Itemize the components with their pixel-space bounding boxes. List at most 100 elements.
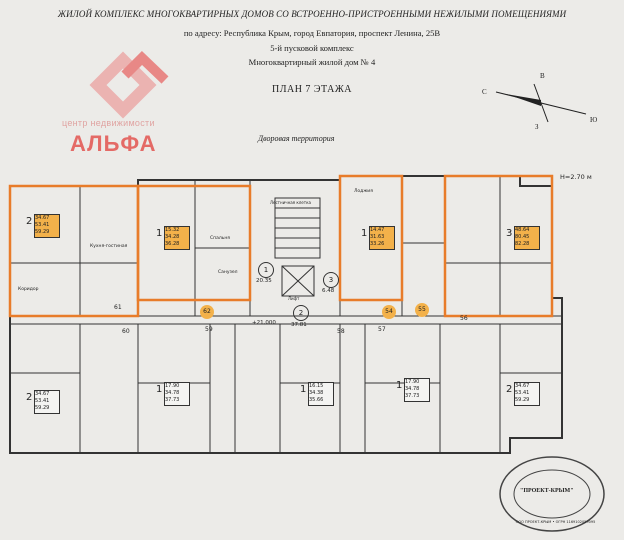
apt-rooms: 3 <box>506 228 513 239</box>
room-label-loggia: Лоджия <box>354 189 373 194</box>
apt-area-total: 53.41 <box>35 222 50 228</box>
apt-area-full: 36.28 <box>165 241 180 247</box>
apt-area-living: 17.90 <box>165 383 180 389</box>
apt-rooms: 1 <box>156 384 163 395</box>
apt-area-full: 59.29 <box>35 229 50 235</box>
apt-rooms: 2 <box>26 216 33 227</box>
project-title: ЖИЛОЙ КОМПЛЕКС МНОГОКВАРТИРНЫХ ДОМОВ СО … <box>57 9 567 19</box>
apt-area-living: 48.64 <box>515 227 530 233</box>
apt-area-living: 16.15 <box>309 383 324 389</box>
axis-marker-59: 59 <box>205 326 213 333</box>
apt-area-living: 17.90 <box>405 379 420 385</box>
compass-north: С <box>482 88 487 96</box>
room-label-stair: Лестничная клетка <box>270 200 311 205</box>
axis-60-label: 60 <box>122 328 130 335</box>
apartment-tag-bottom-3: 1 16.15 34.38 35.66 <box>300 382 334 406</box>
logo-subtitle: центр недвижимости <box>62 118 155 128</box>
apt-area-full: 59.29 <box>35 405 50 411</box>
room-label-elevator: Лифт <box>288 296 300 301</box>
apt-area-living: 34.67 <box>35 391 50 397</box>
axis-57-label: 57 <box>378 326 386 333</box>
axis-marker-62: 62 <box>200 305 214 319</box>
highlight-apartment-left <box>8 184 140 318</box>
core-room-3-area: 6.48 <box>322 288 335 294</box>
core-room-3: 3 <box>323 272 339 288</box>
apt-area-total: 80.45 <box>515 234 530 240</box>
apt-area-full: 37.73 <box>405 393 420 399</box>
apt-area-full: 33.26 <box>370 241 385 247</box>
axis-54-label: 54 <box>385 308 393 315</box>
apt-area-full: 37.73 <box>165 397 180 403</box>
company-stamp <box>499 456 605 532</box>
room-label-kitchen: Кухня-гостиная <box>90 244 128 249</box>
apt-area-living: 34.67 <box>515 383 530 389</box>
alfa-logo-mark <box>89 51 169 119</box>
core-room-1-area: 20.35 <box>256 278 272 284</box>
highlight-apartment-mid-left <box>136 184 252 302</box>
axis-55-label: 55 <box>418 306 426 313</box>
apartment-tag-bottom-4: 1 17.90 34.78 37.73 <box>396 378 430 402</box>
room-label-bathroom: Санузел <box>218 270 238 275</box>
apt-area-total: 31.63 <box>370 234 385 240</box>
project-address: по адресу: Республика Крым, город Евпато… <box>183 28 441 38</box>
highlight-apartment-right <box>443 174 554 318</box>
apt-area-living: 34.67 <box>35 215 50 221</box>
axis-62-label: 62 <box>203 308 211 315</box>
axis-marker-57: 57 <box>378 326 386 333</box>
axis-56-label: 56 <box>460 315 468 322</box>
axis-59-label: 59 <box>205 326 213 333</box>
compass-east: В <box>540 72 545 80</box>
floor-plan <box>8 174 563 454</box>
apartment-tag-top-4: 3 48.64 80.45 82.28 <box>506 226 540 250</box>
apartment-tag-bottom-1: 2 34.67 53.41 59.29 <box>26 390 60 414</box>
axis-marker-54: 54 <box>382 305 396 319</box>
core-room-3-number: 3 <box>328 276 334 284</box>
apt-rooms: 1 <box>300 384 307 395</box>
compass-west: З <box>535 123 539 131</box>
core-room-2-number: 2 <box>298 309 304 317</box>
stamp-text: "ПРОЕКТ-КРЫМ" <box>520 488 574 494</box>
compass-icon <box>495 83 587 123</box>
building-number: Многоквартирный жилой дом № 4 <box>248 57 376 67</box>
highlight-apartment-mid-right <box>338 174 404 302</box>
room-label-hall: Коридор <box>18 287 39 292</box>
project-phase: 5-й пусковой комплекс <box>270 43 354 53</box>
core-room-2: 2 <box>293 305 309 321</box>
axis-marker-60: 60 <box>122 328 130 335</box>
axis-marker-58: 58 <box>337 328 345 335</box>
apt-area-living: 14.47 <box>370 227 385 233</box>
apt-area-total: 34.78 <box>165 390 180 396</box>
apt-area-living: 15.32 <box>165 227 180 233</box>
compass-south: Ю <box>590 116 598 124</box>
axis-marker-55: 55 <box>415 303 429 317</box>
level-mark: +21,000 <box>252 320 276 326</box>
courtyard-label: Дворовая территория <box>258 134 335 143</box>
apt-area-total: 34.78 <box>405 386 420 392</box>
level-mark-value: +21,000 <box>252 320 276 326</box>
apt-rooms: 2 <box>26 392 33 403</box>
apt-rooms: 1 <box>361 228 368 239</box>
apt-area-total: 34.38 <box>309 390 324 396</box>
apartment-tag-bottom-2: 1 17.90 34.78 37.73 <box>156 382 190 406</box>
stamp-ring-text: ООО ПРОЕКТ-КРЫМ • ОГРН 1169102059095 <box>515 520 596 524</box>
apt-area-total: 53.41 <box>515 390 530 396</box>
apt-area-full: 82.28 <box>515 241 530 247</box>
apartment-tag-top-3: 1 14.47 31.63 33.26 <box>361 226 395 250</box>
apt-rooms: 1 <box>156 228 163 239</box>
logo-brand: АЛЬФА <box>70 131 157 156</box>
room-label-bedroom: Спальня <box>210 236 231 241</box>
core-room-2-area: 37.81 <box>291 322 307 328</box>
apt-area-total: 34.28 <box>165 234 180 240</box>
core-room-1: 1 <box>258 262 274 278</box>
apt-rooms: 1 <box>396 380 403 391</box>
apt-rooms: 2 <box>506 384 513 395</box>
plan-title: ПЛАН 7 ЭТАЖА <box>271 84 353 95</box>
height-note: H=2.70 м <box>560 173 592 181</box>
axis-marker-56: 56 <box>460 315 468 322</box>
apt-area-full: 35.66 <box>309 397 324 403</box>
apt-area-full: 59.29 <box>515 397 530 403</box>
apartment-tag-top-1: 2 34.67 53.41 59.29 <box>26 214 60 238</box>
core-room-1-number: 1 <box>263 266 269 274</box>
axis-marker-61: 61 <box>114 304 122 311</box>
apartment-tag-top-2: 1 15.32 34.28 36.28 <box>156 226 190 250</box>
